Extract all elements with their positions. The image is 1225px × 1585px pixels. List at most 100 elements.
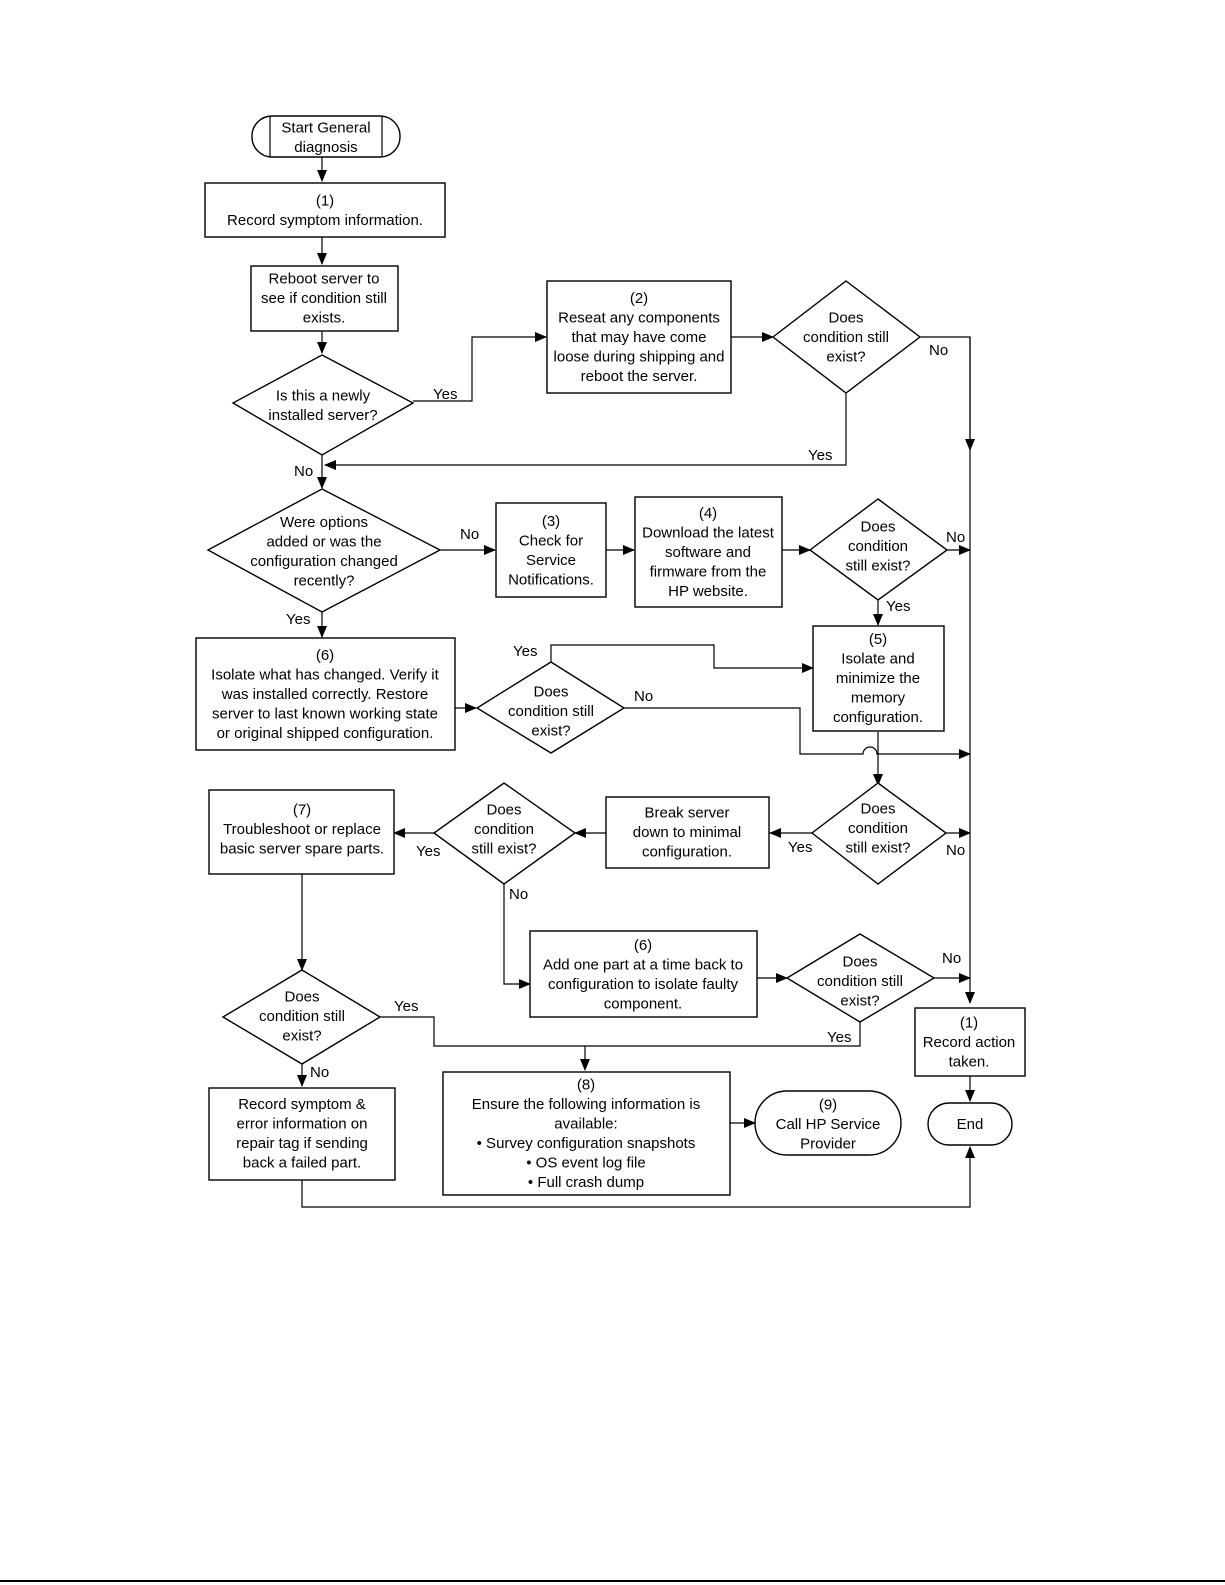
d-exist-3-line: Does <box>533 684 568 701</box>
isolate-memory-line: (5) <box>869 631 887 648</box>
d-exist-5-line: Does <box>860 801 895 818</box>
label-no: No <box>634 688 653 705</box>
troubleshoot-box <box>208 789 395 875</box>
d-newly-line: Is this a newly <box>276 387 371 404</box>
isolate-memory-line: minimize the <box>836 670 920 687</box>
record-error-line: back a failed part. <box>243 1154 361 1171</box>
d-exist-2-line: condition <box>848 538 908 555</box>
troubleshoot-line: basic server spare parts. <box>220 841 384 858</box>
label-yes: Yes <box>808 447 832 464</box>
label-yes: Yes <box>286 611 310 628</box>
ensure-info-line: • Survey configuration snapshots <box>477 1135 696 1152</box>
reseat-line: reboot the server. <box>581 368 698 385</box>
call-hp-line: Call HP Service <box>776 1116 881 1133</box>
isolate-memory-box <box>812 625 945 732</box>
check-notifications-line: Check for <box>519 532 583 549</box>
d-exist-6-line: condition still <box>817 973 903 990</box>
d-exist-4-line: still exist? <box>471 841 536 858</box>
check-notifications-box <box>495 502 607 598</box>
end-label: End <box>957 1116 984 1133</box>
edge-labels: Yes No Yes No No No Yes Yes Yes No Yes Y… <box>286 342 965 1081</box>
d-exist-7-line: Does <box>284 989 319 1006</box>
d-exist-5-line: still exist? <box>845 840 910 857</box>
record-symptom-label: (1)Record symptom information. <box>227 192 423 229</box>
d-exist-7-line: condition still <box>259 1008 345 1025</box>
label-yes: Yes <box>886 598 910 615</box>
break-server-line: configuration. <box>642 844 732 861</box>
options-label: Were options added or was the configuratio… <box>250 514 398 590</box>
add-part-line: configuration to isolate faulty <box>548 976 739 993</box>
d-options-line: configuration changed <box>250 553 398 570</box>
d-options-line: Were options <box>280 514 368 531</box>
add-part-line: (6) <box>634 937 652 954</box>
download-line: HP website. <box>668 583 748 600</box>
isolate-memory-line: memory <box>851 690 906 707</box>
page-bottom-rule <box>0 1580 1225 1582</box>
edge-exist7-yes-to-ensure <box>380 1016 590 1071</box>
label-no: No <box>509 886 528 903</box>
newly-installed-decision <box>231 354 415 456</box>
d-exist-1-line: condition still <box>803 329 889 346</box>
reboot-box <box>250 265 399 332</box>
d-exist-1-line: Does <box>828 310 863 327</box>
label-yes: Yes <box>827 1029 851 1046</box>
call-hp-line: (9) <box>819 1097 837 1114</box>
start-terminator <box>251 115 401 158</box>
reseat-line: loose during shipping and <box>554 349 725 366</box>
download-line: software and <box>665 544 751 561</box>
start-line: Start General <box>281 119 370 136</box>
call-hp-line: Provider <box>800 1136 856 1153</box>
check-notifications-line: Notifications. <box>508 571 594 588</box>
exist-decision-1 <box>771 280 922 394</box>
node-shapes <box>195 115 1026 1196</box>
d-options-line: added or was the <box>266 533 381 550</box>
edge-exist3-no-right <box>624 707 971 759</box>
add-part-line: component. <box>604 995 682 1012</box>
label-no: No <box>294 463 313 480</box>
record-action-box <box>914 1007 1026 1077</box>
isolate-changed-line: server to last known working state <box>212 706 438 723</box>
reseat-line: that may have come <box>571 329 706 346</box>
ensure-info-line: • Full crash dump <box>528 1174 644 1191</box>
isolate-changed-line: or original shipped configuration. <box>217 725 434 742</box>
reseat-box <box>546 280 732 394</box>
isolate-memory-line: configuration. <box>833 709 923 726</box>
ensure-info-line: Ensure the following information is <box>472 1096 700 1113</box>
isolate-changed-box <box>195 637 456 751</box>
d-options-line: recently? <box>294 572 355 589</box>
end-terminator <box>927 1102 1013 1146</box>
download-line: (4) <box>699 505 717 522</box>
label-no: No <box>946 529 965 546</box>
reseat-line: Reseat any components <box>558 310 720 327</box>
label-no: No <box>946 842 965 859</box>
check-notifications-line: Service <box>526 552 576 569</box>
check-notifications-line: (3) <box>542 513 560 530</box>
download-line: firmware from the <box>650 564 767 581</box>
exist-decision-4 <box>432 782 577 885</box>
edge-record-error-to-end <box>301 1146 975 1208</box>
reboot-line: exists. <box>303 310 346 327</box>
d-exist-2-line: Does <box>860 519 895 536</box>
d-exist-4-line: Does <box>486 802 521 819</box>
record-action-line: Record action <box>923 1034 1016 1051</box>
exist-decision-7 <box>221 969 382 1065</box>
edge-exist1-yes-back <box>324 393 847 470</box>
label-yes: Yes <box>433 386 457 403</box>
add-part-line: Add one part at a time back to <box>543 956 743 973</box>
break-server-line: Break server <box>644 805 729 822</box>
